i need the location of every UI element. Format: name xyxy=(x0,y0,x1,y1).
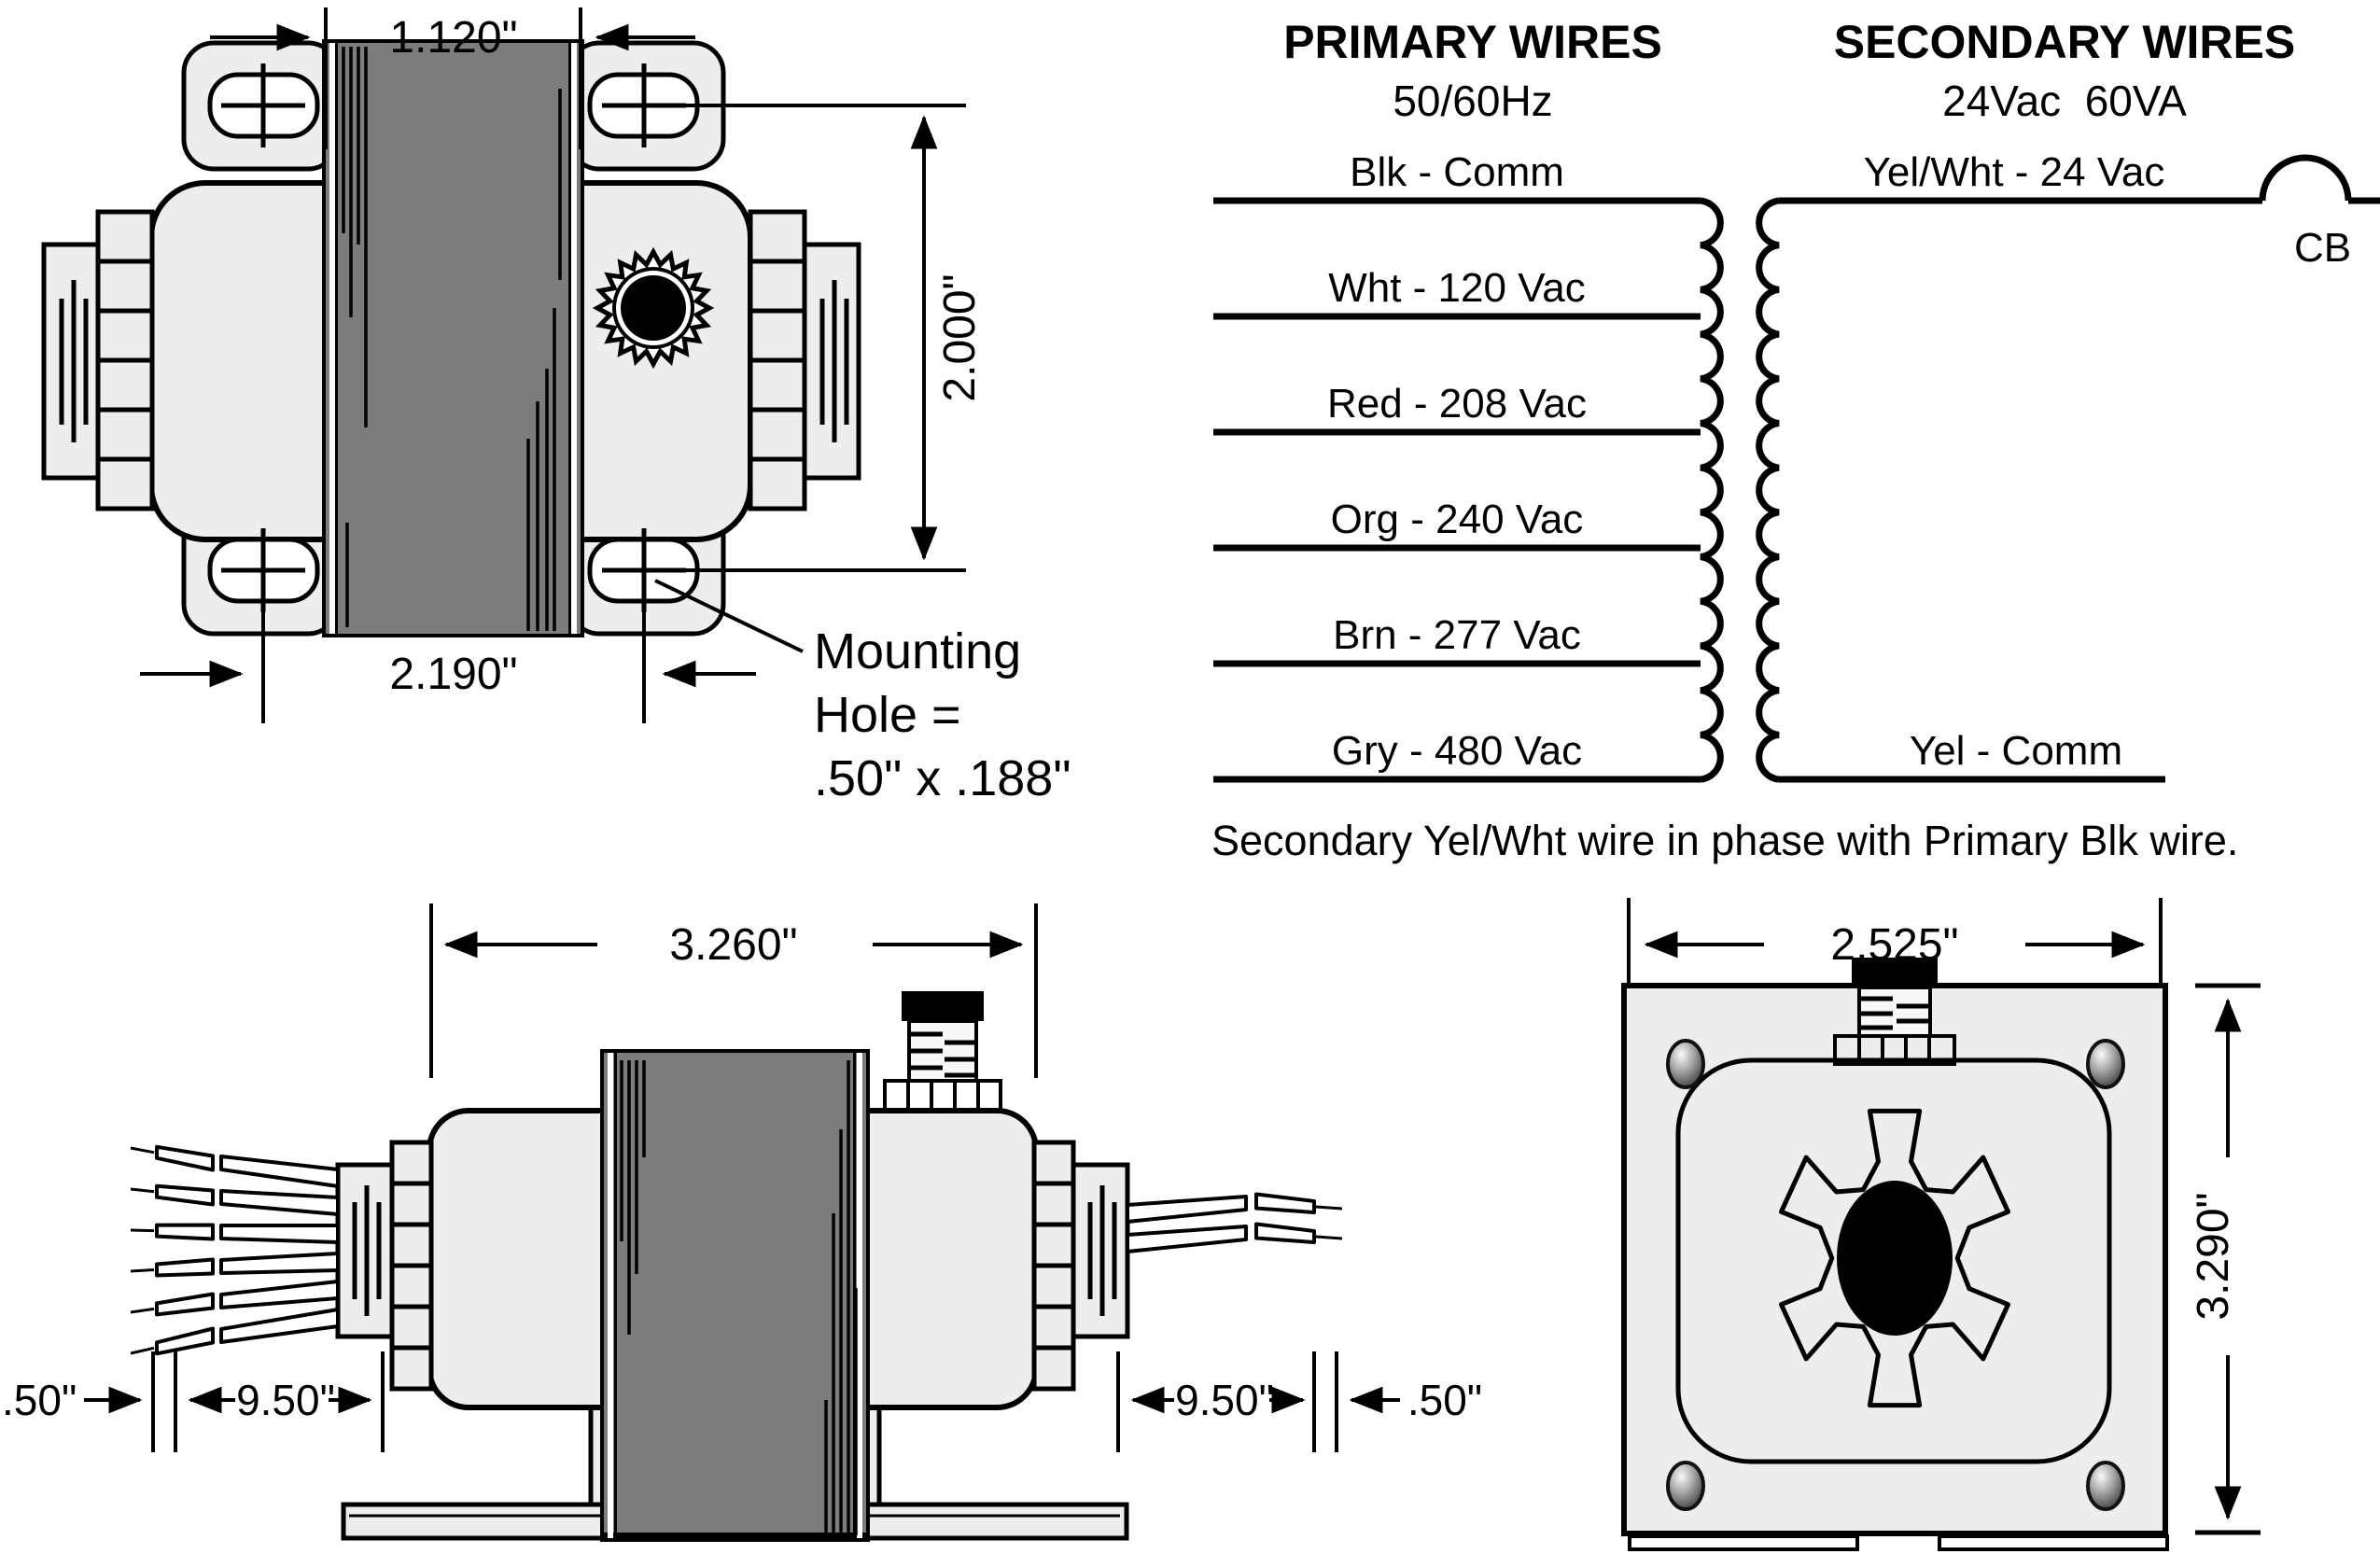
mounting-hole-note: Mounting Hole = .50" x .188" xyxy=(654,579,1071,806)
dim-band-width-label: 1.120" xyxy=(389,13,517,63)
dim-top-height: 2.000" xyxy=(644,104,985,572)
wire-segment xyxy=(219,1308,340,1344)
wire-stripped-tip xyxy=(130,1146,155,1155)
primary-subtitle: 50/60Hz xyxy=(1393,77,1552,125)
wire-segment xyxy=(219,1155,340,1188)
wire-stripped-tip xyxy=(130,1187,155,1194)
phase-note: Secondary Yel/Wht wire in phase with Pri… xyxy=(1211,817,2238,864)
primary-title: PRIMARY WIRES xyxy=(1283,16,1662,68)
coil-band-side xyxy=(600,1049,870,1542)
wire-segment xyxy=(1254,1222,1316,1244)
dim-side-width-label: 3.260" xyxy=(669,920,797,970)
dim-end-height: 3.290" xyxy=(2189,983,2261,1535)
primary-wire-label: Gry - 480 Vac xyxy=(1332,728,1582,774)
wiring-diagram: PRIMARY WIRES 50/60Hz SECONDARY WIRES 24… xyxy=(1211,16,2380,864)
circuit-breaker-symbol xyxy=(2259,154,2352,202)
coil-tape-lines xyxy=(342,47,562,631)
knockout-hole xyxy=(1837,1181,1953,1336)
wire-segment xyxy=(1126,1225,1248,1253)
left-lamination-stack xyxy=(41,209,155,511)
threaded-stud-side xyxy=(883,991,1002,1113)
side-view: 3.260" xyxy=(2,903,1482,1542)
wire-stripped-tip xyxy=(130,1346,155,1355)
primary-wire-label: Org - 240 Vac xyxy=(1331,497,1584,542)
wire-segment xyxy=(219,1280,340,1309)
secondary-wire-bottom-label: Yel - Comm xyxy=(1910,728,2122,774)
side-feet xyxy=(341,1403,1129,1541)
wire-stripped-tip xyxy=(130,1228,155,1233)
primary-wire-lines xyxy=(1213,197,1701,783)
wire-segment xyxy=(1254,1192,1316,1214)
end-feet xyxy=(1628,1534,2169,1551)
wire-segment xyxy=(155,1183,215,1207)
secondary-title: SECONDARY WIRES xyxy=(1834,16,2296,68)
secondary-subtitle: 24Vac 60VA xyxy=(1942,77,2187,125)
wire-stripped-tip xyxy=(1315,1205,1343,1211)
wire-segment xyxy=(155,1326,215,1356)
wire-segment xyxy=(219,1224,340,1244)
mounting-note-line2: Hole = xyxy=(814,687,961,743)
dim-side-width: 3.260" xyxy=(429,903,1038,1078)
washer-hole xyxy=(621,275,686,341)
corner-holes xyxy=(1666,1039,2125,1511)
end-view: 2.525" xyxy=(1621,898,2261,1551)
mounting-slots xyxy=(207,63,700,612)
dim-band-width: 1.120" xyxy=(210,7,695,149)
right-lamination-stack xyxy=(748,209,861,511)
coil-tape-lines-side xyxy=(620,1060,858,1535)
secondary-lead-wires xyxy=(1126,1192,1343,1253)
dim-top-height-label: 2.000" xyxy=(935,273,985,401)
primary-lead-wires xyxy=(130,1144,340,1356)
primary-wire-label: Blk - Comm xyxy=(1350,149,1564,195)
primary-winding-coil xyxy=(1700,197,1724,783)
dim-left-length-label: 9.50" xyxy=(236,1376,335,1424)
mounting-note-line3: .50" x .188" xyxy=(814,750,1071,806)
wire-segment xyxy=(155,1223,215,1241)
dim-end-height-label: 3.290" xyxy=(2189,1192,2238,1320)
wire-stripped-tip xyxy=(130,1268,155,1273)
breaker-label: CB xyxy=(2294,225,2351,271)
primary-wire-labels: Blk - Comm Wht - 120 Vac Red - 208 Vac O… xyxy=(1327,149,1587,774)
wire-stripped-tip xyxy=(1315,1235,1343,1240)
secondary-winding-coil xyxy=(1756,197,1780,783)
wire-segment xyxy=(219,1252,340,1275)
lock-washer xyxy=(592,246,715,370)
coil-band-top xyxy=(322,39,584,637)
dim-left-leads: .50" 9.50" xyxy=(2,1351,385,1452)
dim-left-strip-label: .50" xyxy=(2,1376,77,1424)
side-right-lamination xyxy=(1031,1140,1130,1392)
end-inner-panel xyxy=(1675,1057,2112,1464)
dim-hole-spacing: 2.190" xyxy=(140,612,756,723)
dim-right-length-label: 9.50" xyxy=(1175,1376,1274,1424)
primary-wire-label: Wht - 120 Vac xyxy=(1328,265,1586,311)
threaded-stud-end xyxy=(1833,958,1956,1066)
wire-segment xyxy=(155,1292,215,1317)
dim-right-leads: 9.50" .50" xyxy=(1116,1351,1482,1452)
side-left-lamination xyxy=(335,1140,434,1392)
wire-segment xyxy=(155,1144,215,1172)
wire-segment xyxy=(219,1189,340,1216)
secondary-wire-lines xyxy=(1779,154,2380,783)
dim-hole-spacing-label: 2.190" xyxy=(389,650,517,699)
dim-right-strip-label: .50" xyxy=(1407,1376,1482,1424)
secondary-wire-top-label: Yel/Wht - 24 Vac xyxy=(1864,149,2165,195)
top-view: 1.120" 2.190" 2.000" Mounting Hole = .50… xyxy=(41,7,1071,806)
mounting-note-line1: Mounting xyxy=(814,623,1021,679)
wire-stripped-tip xyxy=(130,1307,155,1314)
wire-segment xyxy=(1126,1195,1248,1224)
gear-knockout xyxy=(1779,1108,2010,1408)
wire-segment xyxy=(155,1257,215,1278)
primary-wire-label: Brn - 277 Vac xyxy=(1333,612,1581,658)
primary-wire-label: Red - 208 Vac xyxy=(1327,381,1587,427)
